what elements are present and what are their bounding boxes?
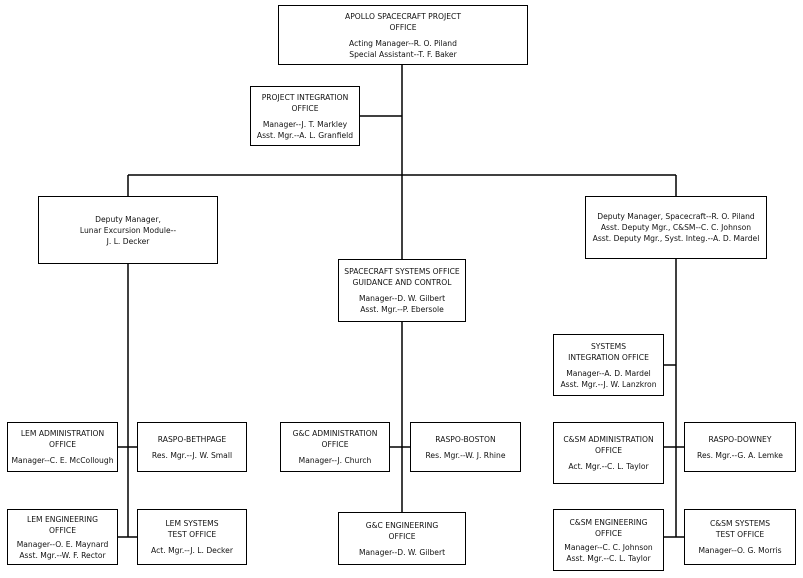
- raspo-downey-box: RASPO-DOWNEY Res. Mgr.--G. A. Lemke: [684, 422, 796, 472]
- box-title-line: OFFICE: [388, 531, 416, 541]
- box-personnel-line: Res. Mgr.--W. J. Rhine: [425, 450, 506, 460]
- lem-systems-test-office-box: LEM SYSTEMS TEST OFFICE Act. Mgr.--J. L. D…: [137, 509, 247, 565]
- box-personnel-line: Manager--O. G. Morris: [698, 546, 782, 555]
- spacecraft-systems-office-box: SPACECRAFT SYSTEMS OFFICE GUIDANCE AND CO…: [338, 259, 466, 322]
- box-personnel-line: Manager--J. T. Markley: [262, 119, 348, 129]
- csm-administration-office-box: C&SM ADMINISTRATION OFFICE Act. Mgr.--C. L…: [553, 422, 664, 484]
- box-title-line: OFFICE: [48, 440, 77, 449]
- box-title-line: OFFICE: [389, 22, 417, 32]
- box-title-line: OFFICE: [48, 525, 77, 535]
- box-personnel-line: Act. Mgr.--J. L. Decker: [151, 546, 233, 555]
- box-title-line: RASPO-DOWNEY: [708, 434, 772, 444]
- box-personnel-line: Special Assistant--T. F. Baker: [349, 49, 457, 59]
- box-title-line: C&SM ENGINEERING: [569, 517, 648, 527]
- box-title-line: OFFICE: [594, 528, 623, 538]
- box-personnel-line: Manager--C. E. McCollough: [11, 456, 114, 465]
- box-title-line: INTEGRATION OFFICE: [568, 352, 649, 362]
- gc-administration-office-box: G&C ADMINISTRATION OFFICE Manager--J. Chur…: [280, 422, 390, 472]
- box-title-line: PROJECT INTEGRATION: [261, 92, 349, 102]
- box-title-line: LEM ENGINEERING: [27, 514, 98, 524]
- box-title-line: SYSTEMS: [590, 341, 627, 351]
- box-personnel-line: Manager--A. D. Mardel: [566, 368, 651, 378]
- box-title-line: LEM ADMINISTRATION: [20, 429, 105, 438]
- box-title-line: G&C ADMINISTRATION: [292, 429, 378, 438]
- box-title-line: TEST OFFICE: [715, 530, 765, 539]
- box-title-line: J. L. Decker: [106, 236, 150, 246]
- box-title-line: C&SM SYSTEMS: [709, 519, 771, 528]
- box-title-line: RASPO-BOSTON: [435, 434, 496, 444]
- box-personnel-line: Asst. Deputy Mgr., C&SM--C. C. Johnson: [600, 223, 752, 232]
- lem-administration-office-box: LEM ADMINISTRATION OFFICE Manager--C. E. M…: [7, 422, 118, 472]
- box-personnel-line: Manager--D. W. Gilbert: [358, 294, 446, 303]
- box-title-line: APOLLO SPACECRAFT PROJECT: [345, 11, 461, 21]
- box-title-line: RASPO-BETHPAGE: [157, 434, 227, 444]
- box-title-line: GUIDANCE AND CONTROL: [352, 278, 452, 287]
- box-title-line: SPACECRAFT SYSTEMS OFFICE: [344, 267, 460, 276]
- box-personnel-line: Res. Mgr.--J. W. Small: [151, 450, 233, 460]
- box-personnel-line: Acting Manager--R. O. Piland: [349, 38, 457, 48]
- box-title-line: Lunar Excursion Module--: [79, 225, 177, 235]
- box-title-line: OFFICE: [321, 440, 349, 449]
- box-personnel-line: Deputy Manager, Spacecraft--R. O. Piland: [597, 212, 755, 221]
- box-personnel-line: Manager--C. C. Johnson: [564, 542, 653, 552]
- box-personnel-line: Asst. Mgr.--A. L. Granfield: [256, 130, 354, 140]
- box-personnel-line: Asst. Mgr.--W. F. Rector: [19, 550, 106, 560]
- box-personnel-line: Res. Mgr.--G. A. Lemke: [697, 450, 783, 460]
- box-title-line: OFFICE: [594, 446, 623, 455]
- deputy-manager-lem-box: Deputy Manager,Lunar Excursion Module--J…: [38, 196, 218, 264]
- raspo-boston-box: RASPO-BOSTON Res. Mgr.--W. J. Rhine: [410, 422, 521, 472]
- box-title-line: G&C ENGINEERING: [365, 520, 439, 530]
- box-personnel-line: Manager--O. E. Maynard: [16, 539, 109, 549]
- box-personnel-line: Asst. Mgr.--C. L. Taylor: [566, 553, 651, 563]
- box-title-line: LEM SYSTEMS: [165, 519, 219, 528]
- box-personnel-line: Manager--D. W. Gilbert: [358, 547, 446, 557]
- csm-systems-test-office-box: C&SM SYSTEMS TEST OFFICE Manager--O. G. Mo…: [684, 509, 796, 565]
- box-personnel-line: Manager--J. Church: [298, 456, 372, 465]
- deputy-manager-spacecraft-box: Deputy Manager, Spacecraft--R. O. Piland…: [585, 196, 767, 259]
- box-personnel-line: Asst. Mgr.--P. Ebersole: [360, 305, 444, 314]
- raspo-bethpage-box: RASPO-BETHPAGE Res. Mgr.--J. W. Small: [137, 422, 247, 472]
- box-title-line: OFFICE: [291, 103, 319, 113]
- box-title-line: Deputy Manager,: [95, 214, 161, 224]
- box-title-line: C&SM ADMINISTRATION: [563, 435, 654, 444]
- box-title-line: TEST OFFICE: [167, 530, 217, 539]
- box-personnel-line: Act. Mgr.--C. L. Taylor: [568, 462, 649, 471]
- box-personnel-line: Asst. Deputy Mgr., Syst. Integ.--A. D. M…: [592, 234, 760, 243]
- box-personnel-line: Asst. Mgr.--J. W. Lanzkron: [560, 379, 657, 389]
